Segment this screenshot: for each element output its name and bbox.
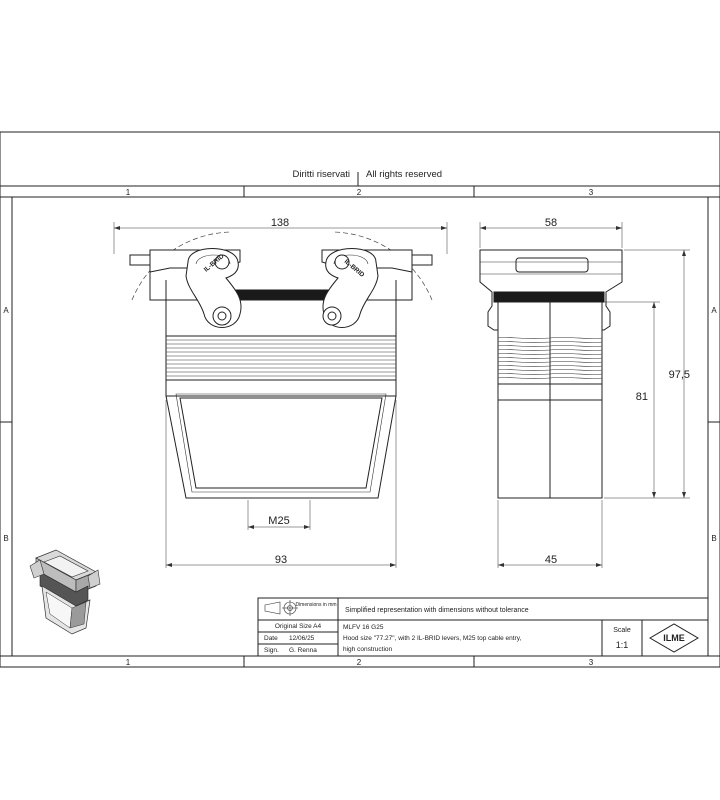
threaded-section bbox=[165, 335, 397, 381]
row-label-b: B bbox=[3, 534, 8, 543]
row-label-a: A bbox=[3, 306, 9, 315]
sign-label: Sign. bbox=[264, 647, 279, 654]
side-base-dimension: 45 bbox=[545, 554, 557, 566]
column-label-3-bottom: 3 bbox=[589, 658, 594, 667]
side-width-dimension: 58 bbox=[545, 217, 557, 229]
rights-reserved-it: Diritti riservati bbox=[292, 169, 350, 180]
column-label-1-bottom: 1 bbox=[126, 658, 131, 667]
column-label-3: 3 bbox=[589, 188, 594, 197]
side-top-window bbox=[515, 257, 589, 273]
date-label: Date bbox=[264, 635, 278, 642]
original-size-label: Original Size A4 bbox=[275, 623, 322, 630]
logo-text: ILME bbox=[663, 633, 685, 643]
column-label-1: 1 bbox=[126, 188, 131, 197]
side-seal-band bbox=[493, 291, 605, 303]
left-lever: IL-BRID bbox=[185, 248, 242, 328]
column-label-2: 2 bbox=[357, 188, 362, 197]
title-block: Dimensions in mm Original Size A4 Date 1… bbox=[257, 597, 709, 657]
thread-dimension: M25 bbox=[268, 515, 289, 527]
sheet-outer-border bbox=[0, 131, 720, 668]
row-label-b-right: B bbox=[711, 534, 716, 543]
isometric-preview bbox=[29, 549, 101, 635]
side-total-height-dimension: 97,5 bbox=[669, 369, 690, 381]
front-view: IL-BRID IL-BRID 138 M25 93 bbox=[113, 217, 448, 568]
scale-value: 1:1 bbox=[616, 640, 629, 650]
dimensions-label: Dimensions in mm bbox=[295, 602, 336, 608]
side-view: 58 45 81 97,5 bbox=[479, 217, 690, 568]
row-label-a-right: A bbox=[711, 306, 717, 315]
date-value: 12/06/25 bbox=[289, 635, 315, 642]
product-description-line-2: high construction bbox=[343, 646, 393, 653]
front-base-dimension: 93 bbox=[275, 554, 287, 566]
ilme-logo: ILME bbox=[649, 623, 699, 653]
projection-symbol-icon bbox=[264, 600, 298, 616]
column-label-2-bottom: 2 bbox=[357, 658, 362, 667]
scale-label: Scale bbox=[613, 627, 631, 634]
product-code: MLFV 16 G25 bbox=[343, 624, 384, 631]
side-body-height-dimension: 81 bbox=[636, 391, 648, 403]
sign-value: G. Renna bbox=[289, 647, 317, 654]
right-lever: IL-BRID bbox=[322, 248, 379, 328]
rights-reserved-en: All rights reserved bbox=[366, 169, 442, 180]
front-width-dimension: 138 bbox=[271, 217, 289, 229]
representation-note: Simplified representation with dimension… bbox=[345, 607, 529, 614]
product-description-line-1: Hood size "77.27", with 2 IL-BRID levers… bbox=[343, 635, 521, 642]
